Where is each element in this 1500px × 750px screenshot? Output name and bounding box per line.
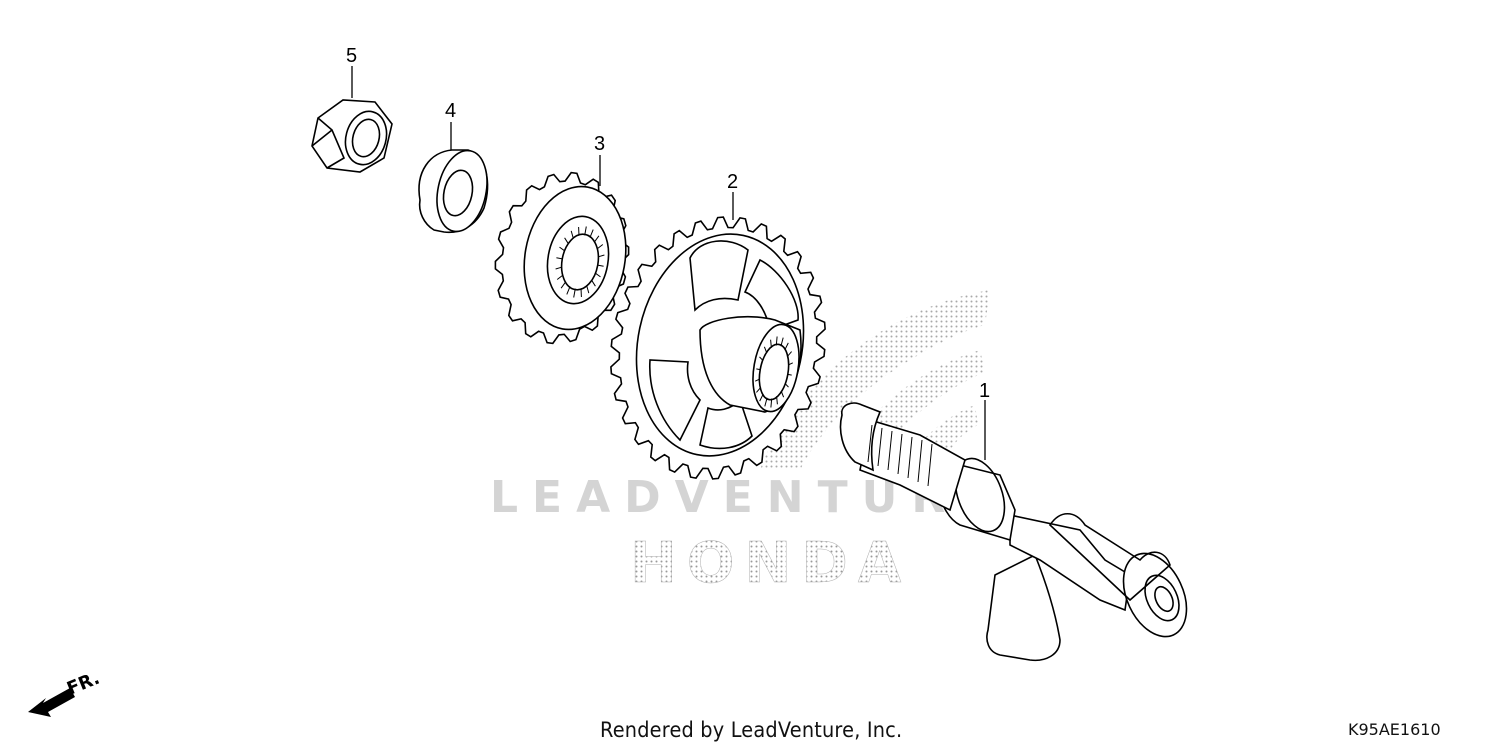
part-number-3[interactable]: 3 xyxy=(594,133,605,155)
watermark-honda: HONDA xyxy=(630,531,911,596)
part-5-hex-nut[interactable] xyxy=(311,99,393,173)
leader-lines xyxy=(351,66,986,460)
part-number-4[interactable]: 4 xyxy=(445,100,456,122)
part-3-small-gear[interactable] xyxy=(494,171,636,345)
part-number-5[interactable]: 5 xyxy=(346,45,357,67)
part-number-2[interactable]: 2 xyxy=(727,171,738,193)
watermark-wing-logo xyxy=(760,290,990,470)
diagram-code: K95AE1610 xyxy=(1348,720,1441,739)
front-direction-label: FR. xyxy=(64,668,103,700)
part-4-washer[interactable] xyxy=(418,146,494,236)
front-arrow-icon xyxy=(28,688,75,717)
part-2-large-gear[interactable] xyxy=(610,216,826,480)
footer-credit: Rendered by LeadVenture, Inc. xyxy=(600,718,903,742)
part-numbers: 5 4 3 2 1 xyxy=(346,45,990,402)
part-number-1[interactable]: 1 xyxy=(979,380,990,402)
part-1-crank-shaft[interactable] xyxy=(839,402,1199,662)
front-direction-indicator: FR. xyxy=(28,668,103,717)
